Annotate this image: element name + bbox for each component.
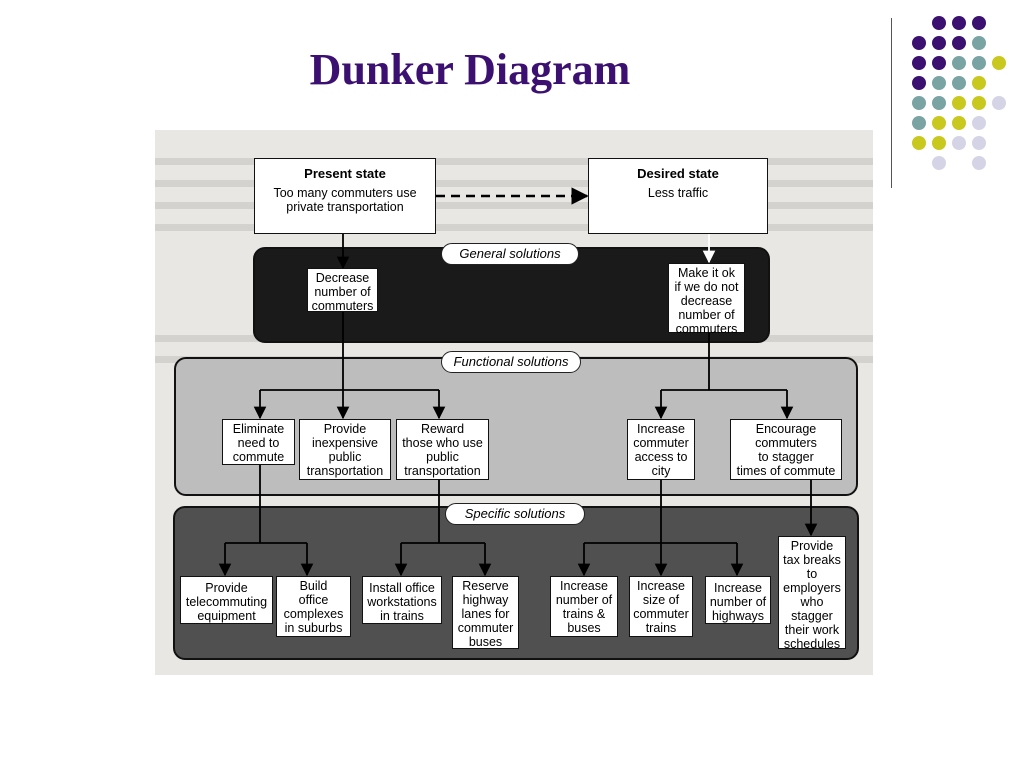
- decorative-dot: [972, 116, 986, 130]
- decorative-dot: [912, 116, 926, 130]
- reward-branch: [401, 480, 485, 544]
- specific-solution-box: Increase size of commuter trains: [629, 576, 693, 637]
- decorative-dot: [952, 56, 966, 70]
- decorative-dot: [992, 56, 1006, 70]
- decorative-dot: [932, 36, 946, 50]
- decorative-dot: [932, 116, 946, 130]
- general-solution-box: Decrease number of commuters: [307, 268, 378, 313]
- functional-solution-box: Increase commuter access to city: [627, 419, 695, 480]
- specific-solutions-label: Specific solutions: [445, 503, 585, 525]
- decorative-dot: [972, 96, 986, 110]
- bleed-through-text: [155, 202, 873, 209]
- decorative-dot: [932, 136, 946, 150]
- specific-solution-box: Provide telecommuting equipment: [180, 576, 273, 624]
- specific-solution-box: Increase number of trains & buses: [550, 576, 618, 637]
- eliminate-branch: [225, 465, 307, 544]
- decorative-dot: [972, 56, 986, 70]
- specific-solution-box: Provide tax breaks to employers who stag…: [778, 536, 846, 651]
- decorative-dot: [912, 56, 926, 70]
- decorative-dot: [952, 116, 966, 130]
- decorative-dot: [932, 76, 946, 90]
- decorative-dot: [932, 56, 946, 70]
- decorative-dot: [932, 16, 946, 30]
- slide-title: Dunker Diagram: [309, 45, 631, 94]
- functional-solution-box: Provide inexpensive public transportatio…: [299, 419, 391, 480]
- desired-state-heading: Desired state: [637, 166, 719, 181]
- decorative-dot: [972, 156, 986, 170]
- desired-state-text: Less traffic: [647, 186, 709, 200]
- makeok-branch: [661, 333, 787, 391]
- general-solution-box: Make it ok if we do not decrease number …: [668, 263, 745, 336]
- access-branch: [584, 480, 737, 544]
- decorative-dot: [912, 136, 926, 150]
- decorative-dot: [992, 96, 1006, 110]
- specific-solution-box: Build office complexes in suburbs: [276, 576, 351, 637]
- present-state-box: Present state Too many commuters use pri…: [254, 158, 436, 234]
- decorative-dot: [952, 36, 966, 50]
- decorative-dot: [952, 16, 966, 30]
- decorative-dot: [952, 96, 966, 110]
- present-state-text: Too many commuters use private transport…: [273, 186, 417, 214]
- functional-solution-box: Encourage commuters to stagger times of …: [730, 419, 842, 480]
- bleed-through-text: [155, 224, 873, 231]
- bleed-through-text: [155, 158, 873, 165]
- specific-solution-box: Increase number of highways: [705, 576, 771, 624]
- decrease-branch: [260, 312, 439, 391]
- specific-solution-box: Install office workstations in trains: [362, 576, 442, 624]
- decorative-dot: [912, 36, 926, 50]
- functional-solution-box: Eliminate need to commute: [222, 419, 295, 465]
- decorative-dot: [912, 76, 926, 90]
- decorative-dot: [932, 96, 946, 110]
- functional-solutions-label: Functional solutions: [441, 351, 581, 373]
- specific-solution-box: Reserve highway lanes for commuter buses: [452, 576, 519, 649]
- decorative-dot: [912, 96, 926, 110]
- decorative-dot: [952, 76, 966, 90]
- functional-solution-box: Reward those who use public transportati…: [396, 419, 489, 480]
- decorative-dot: [972, 136, 986, 150]
- decorative-dot: [952, 136, 966, 150]
- desired-state-box: Desired state Less traffic: [588, 158, 768, 234]
- divider-line: [891, 18, 892, 188]
- decorative-dot: [972, 36, 986, 50]
- decorative-dot: [932, 156, 946, 170]
- present-state-heading: Present state: [304, 166, 386, 181]
- general-solutions-label: General solutions: [441, 243, 579, 265]
- decorative-dot: [972, 76, 986, 90]
- bleed-through-text: [155, 180, 873, 187]
- decorative-dot: [972, 16, 986, 30]
